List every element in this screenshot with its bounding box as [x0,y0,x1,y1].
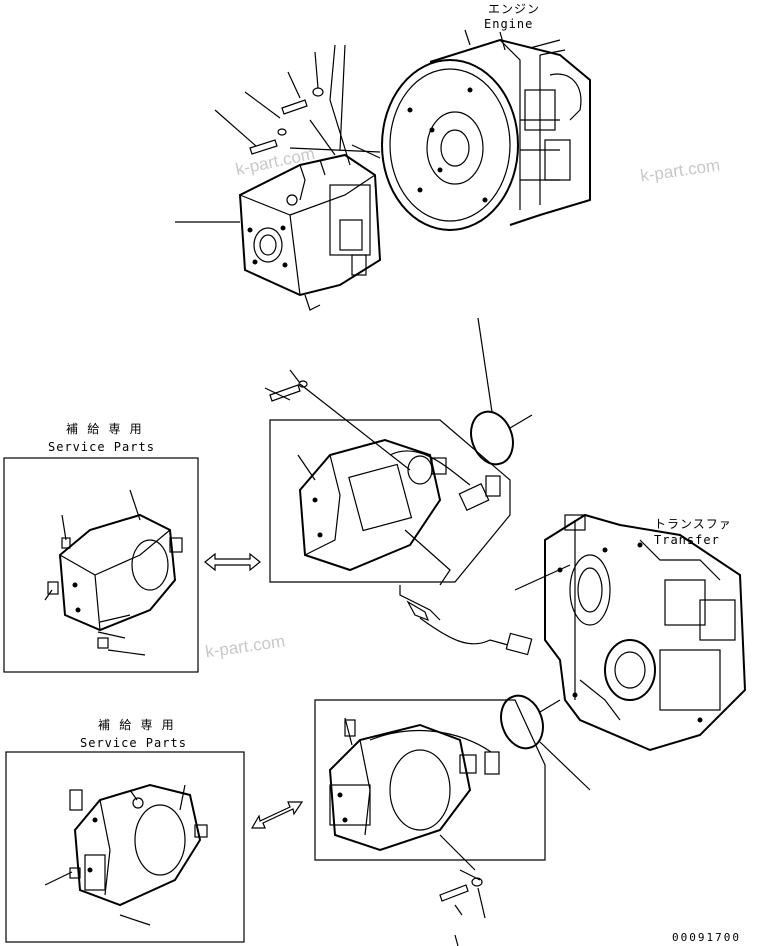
service-parts-1-label-jp: 補 給 専 用 [66,422,143,436]
swap-arrow-lower [250,801,304,829]
service-parts-box-1 [3,457,199,673]
service-parts-2-label-jp: 補 給 専 用 [98,718,175,732]
o-ring-upper [470,317,533,466]
motor-assembly-box-upper [264,369,511,621]
speed-sensor [406,600,533,656]
engine-label-jp: エンジン [488,2,541,16]
engine-label-en: Engine [484,17,534,31]
transfer-label-jp: トランスファ [654,517,732,531]
motor-assembly-box-lower [314,699,546,946]
pump-bolts [249,87,351,166]
engine-flywheel-housing [381,29,591,231]
swap-arrow-upper [204,552,261,572]
service-parts-1-label-en: Service Parts [48,440,155,454]
transfer-case [514,513,747,752]
hydraulic-pump [238,153,382,311]
service-parts-box-2 [5,751,245,943]
drawing-code: 00091700 [672,931,741,944]
o-ring-lower [500,694,591,791]
transfer-label-en: Transfer [654,533,720,547]
service-parts-2-label-en: Service Parts [80,736,187,750]
